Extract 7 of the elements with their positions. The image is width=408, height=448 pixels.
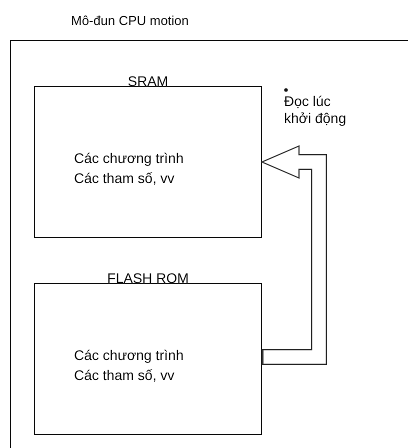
module-title: Mô-đun CPU motion	[71, 13, 189, 29]
memory-contents-line: Các chương trình	[74, 347, 184, 364]
memory-title: FLASH ROM	[106, 270, 190, 287]
memory-contents-line: Các chương trình	[74, 150, 184, 167]
memory-contents-line: Các tham số, vv	[74, 367, 174, 384]
memory-title: SRAM	[126, 73, 170, 90]
memory-contents-line: Các tham số, vv	[74, 170, 174, 187]
